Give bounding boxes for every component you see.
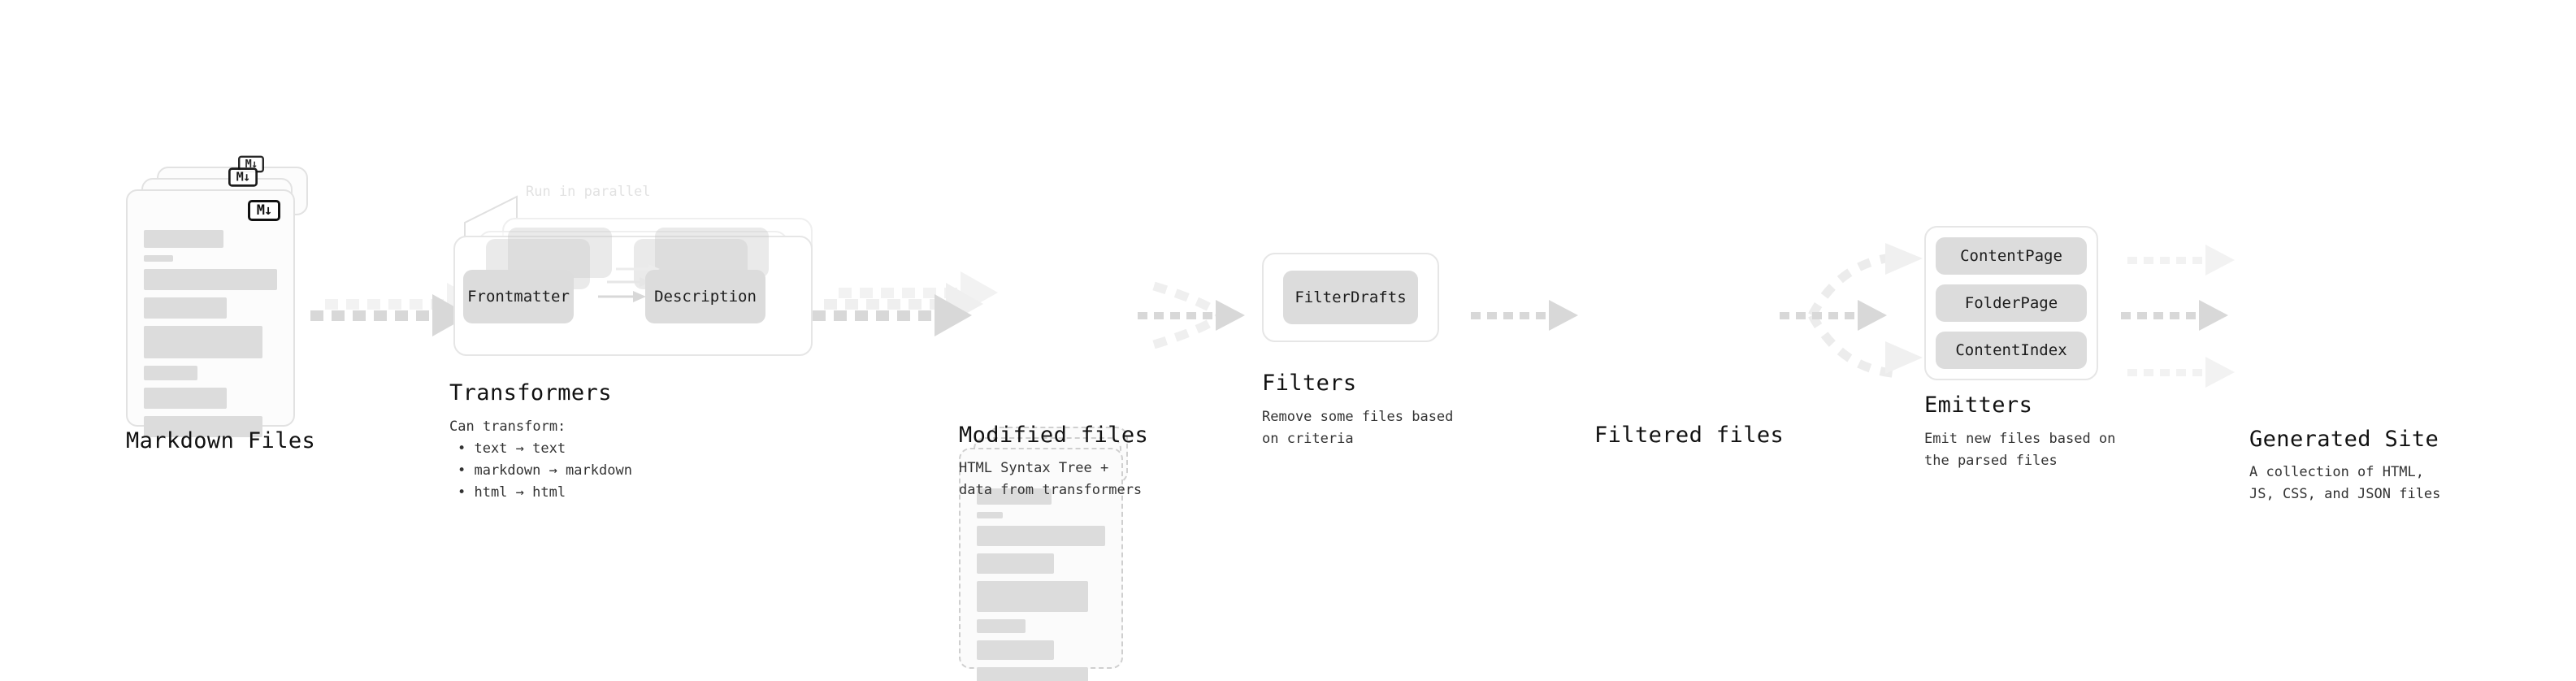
transformers-title: Transformers xyxy=(449,380,612,406)
modified-card-front xyxy=(959,448,1123,681)
modified-files-title: Modified files xyxy=(959,423,1149,448)
transformers-bullet-2: • html → html xyxy=(458,484,566,501)
emitters-group: ContentPage FolderPage ContentIndex xyxy=(1924,226,2098,380)
modified-files-subtitle: HTML Syntax Tree + data from transformer… xyxy=(959,460,1143,498)
emitters-chip-folderpage[interactable]: FolderPage xyxy=(1936,284,2087,322)
transformer-chip-frontmatter-back xyxy=(508,228,612,278)
filtered-files-title: Filtered files xyxy=(1594,423,1785,448)
arrow-emitters-to-site xyxy=(2121,245,2235,388)
filters-subtitle: Remove some files based on criteria xyxy=(1262,409,1454,447)
arrow-filtered-to-emitters xyxy=(1780,243,1923,379)
arrow-modified-to-filters xyxy=(1138,281,1245,349)
run-in-parallel-label: Run in parallel xyxy=(526,184,651,200)
markdown-card-front xyxy=(126,189,295,437)
filters-chip-filterdrafts[interactable]: FilterDrafts xyxy=(1283,271,1418,324)
filters-title: Filters xyxy=(1262,371,1357,396)
markdown-files-title: Markdown Files xyxy=(126,428,316,453)
markdown-icon: M↓ xyxy=(248,200,280,221)
transformer-chip-description[interactable]: Description xyxy=(645,270,765,323)
transformer-chip-frontmatter[interactable]: Frontmatter xyxy=(463,270,574,323)
transformers-bullet-1: • markdown → markdown xyxy=(458,462,632,479)
emitters-chip-contentpage[interactable]: ContentPage xyxy=(1936,237,2087,275)
modified-card-lines xyxy=(977,488,1105,681)
transformers-subtitle: Can transform: xyxy=(449,419,566,435)
emitters-title: Emitters xyxy=(1924,393,2033,418)
generated-site-title: Generated Site xyxy=(2249,427,2439,452)
markdown-icon-mid: M↓ xyxy=(228,167,258,187)
generated-site-subtitle: A collection of HTML, JS, CSS, and JSON … xyxy=(2249,464,2441,502)
modified-files-card-stack xyxy=(959,427,1146,681)
arrow-transformers-to-modified xyxy=(813,271,998,336)
transformers-group: Run in parallel Frontmatter Description xyxy=(439,184,829,364)
emitters-chip-contentindex[interactable]: ContentIndex xyxy=(1936,332,2087,369)
markdown-card-lines xyxy=(144,230,277,445)
transformers-bullet-0: • text → text xyxy=(458,440,566,457)
transformer-chip-description-back xyxy=(655,228,769,278)
emitters-subtitle: Emit new files based on the parsed files xyxy=(1924,431,2116,469)
filters-group: FilterDrafts xyxy=(1262,253,1439,342)
arrow-filters-to-filtered xyxy=(1471,300,1578,331)
markdown-files-card-stack: M↓ M↓ M↓ xyxy=(126,155,313,437)
